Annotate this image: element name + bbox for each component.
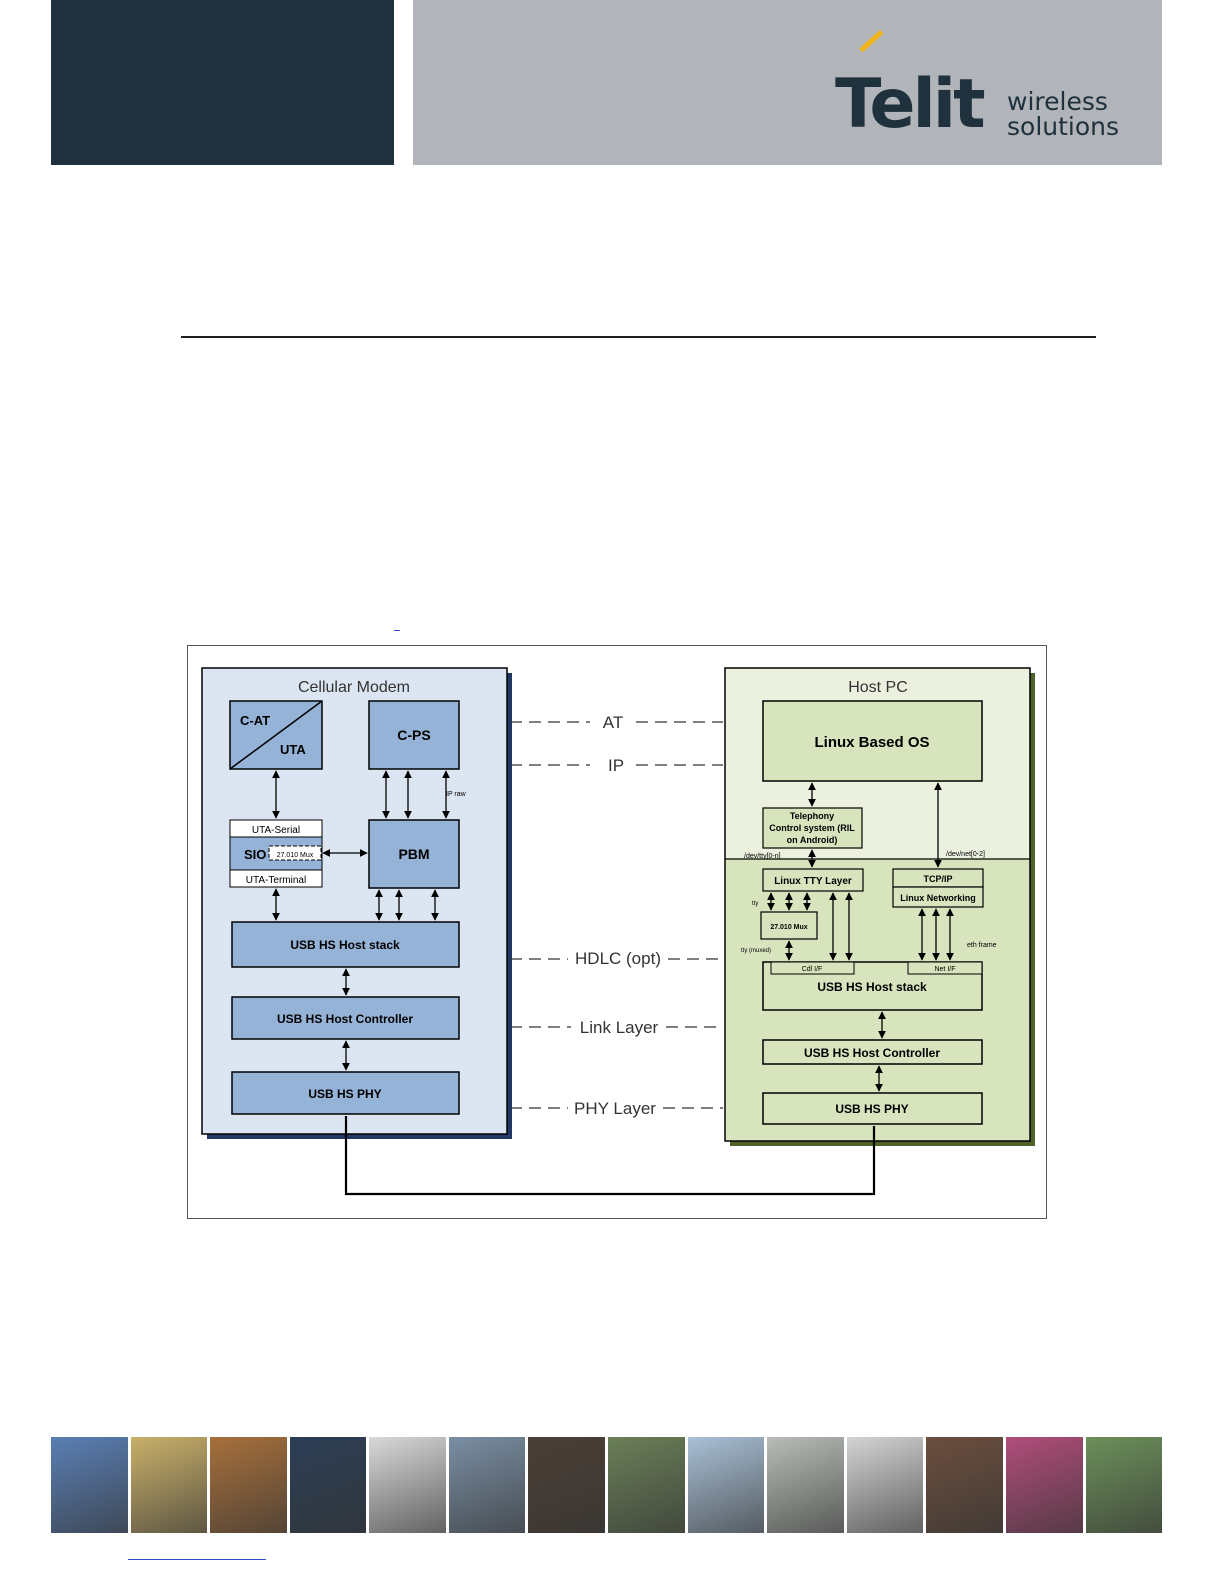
dev-tty-label: /dev/tty[0-n] bbox=[744, 853, 781, 860]
c-at-uta-divider bbox=[229, 700, 323, 770]
left-phy-label: USB HS PHY bbox=[308, 1087, 381, 1101]
photo-tile bbox=[289, 1437, 367, 1533]
photo-tile bbox=[1085, 1437, 1163, 1533]
left-phy-box bbox=[231, 1071, 460, 1115]
photo-tile bbox=[528, 1437, 606, 1533]
logo-wordmark: Telit bbox=[835, 65, 986, 144]
photo-tile bbox=[448, 1437, 526, 1533]
telit-logo: Telit wireless solutions bbox=[829, 29, 1129, 148]
uta-terminal-label: UTA-Terminal bbox=[246, 875, 306, 886]
phy-layer-label: PHY Layer bbox=[574, 1099, 656, 1118]
footer-link[interactable] bbox=[128, 1559, 266, 1560]
telephony-box bbox=[762, 807, 863, 849]
left-host-stack-label: USB HS Host stack bbox=[290, 938, 400, 952]
c-at-label: C-AT bbox=[240, 713, 270, 728]
pbm-label: PBM bbox=[398, 846, 429, 862]
photo-tile bbox=[846, 1437, 924, 1533]
net-if-label: Net I/F bbox=[934, 966, 955, 973]
linux-os-label: Linux Based OS bbox=[814, 734, 929, 751]
linux-networking-box bbox=[892, 886, 984, 908]
tty-layer-box bbox=[762, 868, 864, 892]
cdc-if-box bbox=[770, 961, 855, 975]
sio-label: SIO bbox=[244, 847, 266, 862]
host-pc-title: Host PC bbox=[848, 679, 908, 696]
right-arrows bbox=[767, 782, 954, 1092]
photo-tile bbox=[51, 1437, 128, 1533]
tty-label: tty bbox=[752, 901, 758, 907]
dev-net-label: /dev/net[0-2] bbox=[946, 851, 985, 858]
photo-tile bbox=[926, 1437, 1003, 1533]
photo-tile bbox=[1005, 1437, 1083, 1533]
right-host-stack-label: USB HS Host stack bbox=[817, 980, 927, 994]
right-mux-box bbox=[760, 911, 818, 940]
tty-layer-label: Linux TTY Layer bbox=[774, 876, 852, 887]
left-arrows bbox=[272, 770, 450, 1071]
cdc-if-label: Cdl I/F bbox=[802, 966, 823, 973]
photo-tile bbox=[210, 1437, 287, 1533]
photo-tile bbox=[767, 1437, 844, 1533]
tcpip-label: TCP/IP bbox=[923, 874, 952, 884]
header-gray-panel bbox=[413, 0, 1162, 165]
tty-muxed-label: tty (muxed) bbox=[741, 948, 771, 954]
telephony-line3: on Android) bbox=[787, 835, 838, 845]
c-ps-box bbox=[368, 700, 460, 770]
pbm-box bbox=[368, 819, 460, 889]
right-phy-box bbox=[762, 1092, 983, 1125]
header-rule bbox=[181, 336, 1096, 338]
footer-photo-strip bbox=[51, 1437, 1163, 1533]
layer-dashed-lines bbox=[510, 721, 723, 1109]
telephony-line1: Telephony bbox=[790, 811, 834, 821]
right-host-controller-box bbox=[762, 1039, 983, 1065]
cellular-modem-title: Cellular Modem bbox=[298, 679, 410, 696]
logo-tagline-line1: wireless bbox=[1007, 87, 1108, 116]
link-layer-label: Link Layer bbox=[580, 1018, 659, 1037]
hdlc-layer-label: HDLC (opt) bbox=[575, 949, 661, 968]
uta-label: UTA bbox=[280, 742, 306, 757]
header-dark-panel bbox=[51, 0, 394, 165]
logo-tagline: wireless solutions bbox=[1007, 89, 1119, 139]
uta-serial-label: UTA-Serial bbox=[252, 825, 300, 836]
logo-tagline-line2: solutions bbox=[1007, 112, 1120, 141]
at-layer-label: AT bbox=[603, 713, 623, 732]
photo-tile bbox=[369, 1437, 446, 1533]
right-host-controller-label: USB HS Host Controller bbox=[804, 1046, 940, 1060]
usb-cable-connection bbox=[344, 1116, 876, 1196]
left-host-controller-label: USB HS Host Controller bbox=[277, 1012, 413, 1026]
ip-layer-label: IP bbox=[608, 756, 624, 775]
left-mux-label: 27.010 Mux bbox=[277, 852, 314, 859]
left-host-stack-box bbox=[231, 921, 460, 968]
photo-tile bbox=[687, 1437, 765, 1533]
right-phy-label: USB HS PHY bbox=[835, 1102, 908, 1116]
right-mux-label: 27.010 Mux bbox=[770, 924, 807, 931]
net-if-box bbox=[907, 961, 983, 975]
eth-frame-label: eth frame bbox=[967, 942, 997, 949]
uta-terminal-box bbox=[229, 869, 323, 888]
architecture-diagram: Cellular Modem C-AT UTA C-PS UTA-Serial … bbox=[201, 667, 1035, 1196]
linux-os-box bbox=[762, 700, 983, 782]
telephony-line2: Control system (RIL bbox=[769, 823, 855, 833]
figure-anchor-link[interactable] bbox=[394, 630, 400, 631]
left-host-controller-box bbox=[231, 996, 460, 1040]
photo-tile bbox=[130, 1437, 208, 1533]
left-mux-box bbox=[268, 845, 322, 861]
linux-networking-label: Linux Networking bbox=[900, 893, 976, 903]
architecture-figure: Cellular Modem C-AT UTA C-PS UTA-Serial … bbox=[187, 645, 1047, 1219]
photo-tile bbox=[608, 1437, 685, 1533]
c-ps-label: C-PS bbox=[397, 727, 430, 743]
ip-raw-label: IP raw bbox=[446, 791, 467, 798]
